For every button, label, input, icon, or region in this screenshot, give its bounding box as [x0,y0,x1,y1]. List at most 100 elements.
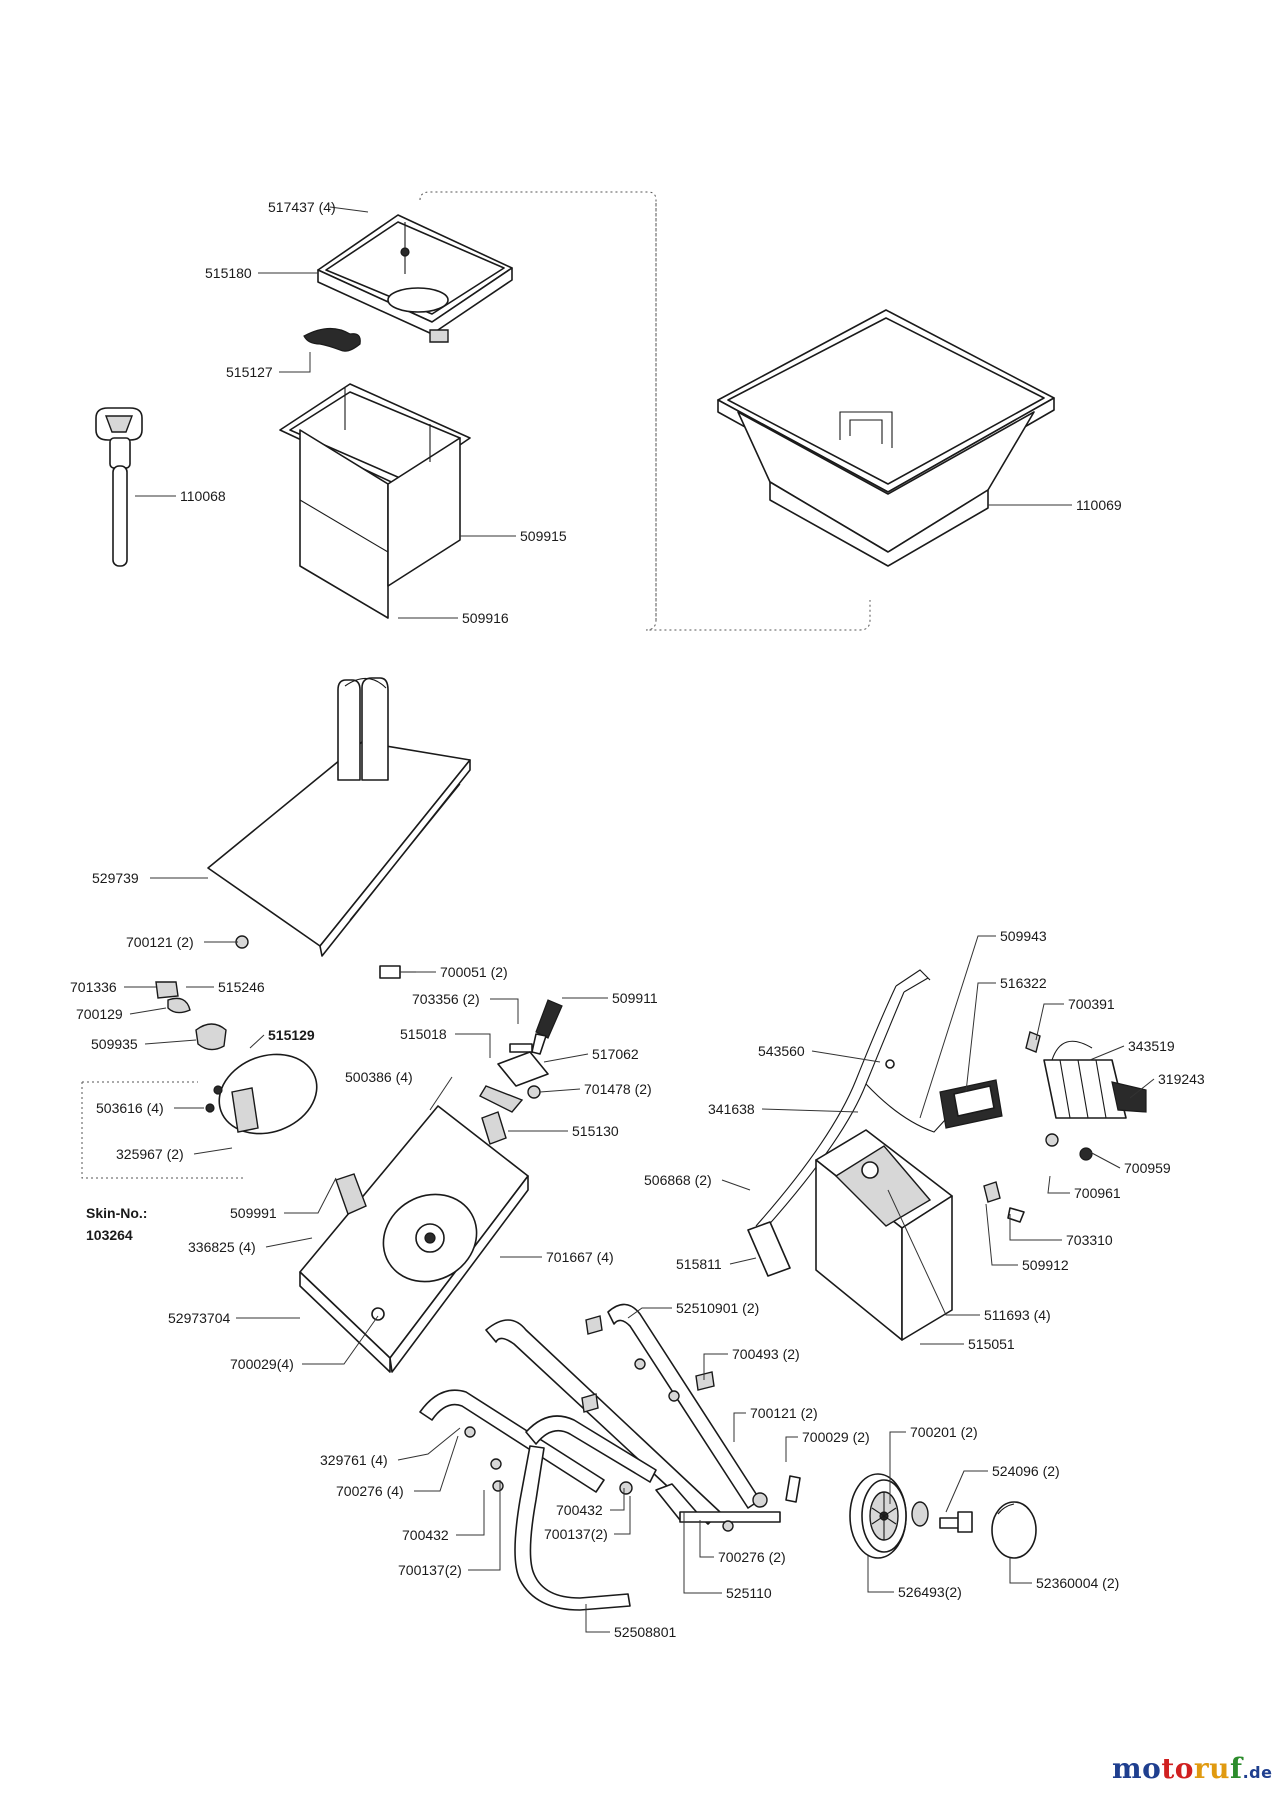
part-label-p325967: 325967 (2) [116,1146,184,1162]
part-label-p509943: 509943 [1000,928,1047,944]
part-label-p524096: 524096 (2) [992,1463,1060,1479]
part-label-p529739: 529739 [92,870,139,886]
part-label-p700959: 700959 [1124,1160,1171,1176]
leader-line-p700029b [785,1436,798,1462]
part-label-p700276b: 700276 (2) [718,1549,786,1565]
leader-line-p509991 [284,1177,337,1214]
part-label-p700961: 700961 [1074,1185,1121,1201]
part-label-p329761: 329761 (4) [320,1452,388,1468]
logo-part-4: f [1230,1752,1243,1785]
leader-line-p500386 [429,1076,453,1111]
leader-line-p524096 [945,1470,988,1513]
leader-line-p700432a [610,1488,625,1511]
leader-line-p700121b [733,1412,746,1442]
logo-part-2: to [1161,1752,1194,1785]
leader-line-p515129 [249,1034,265,1049]
part-label-p509912: 509912 [1022,1257,1069,1273]
tensioner-parts [479,999,563,1145]
logo-part-1: mo [1112,1752,1162,1785]
part-label-p525110: 525110 [726,1585,772,1601]
leader-line-p700129 [129,1007,167,1015]
part-label-p700121a: 700121 (2) [126,934,194,950]
part-label-p543560: 543560 [758,1043,805,1059]
part-label-p700137b: 700137(2) [398,1562,462,1578]
motor-box-515051 [815,1129,953,1341]
part-label-p336825: 336825 (4) [188,1239,256,1255]
leader-line-p700432b [456,1490,485,1536]
leader-line-p509912 [985,1203,1018,1266]
part-label-p511693: 511693 (4) [984,1307,1051,1323]
leader-line-p701478 [539,1088,581,1093]
part-label-p701667: 701667 (4) [546,1249,614,1265]
part-label-p110068: 110068 [180,488,226,504]
part-label-p700121b: 700121 (2) [750,1405,818,1421]
part-label-p516322: 516322 [1000,975,1047,991]
leader-line-p700137a [614,1496,631,1535]
part-label-p700493: 700493 (2) [732,1346,800,1362]
part-label-p509935: 509935 [91,1036,138,1052]
part-label-p700432a: 700432 [556,1502,603,1518]
skin-box [81,1081,246,1179]
part-label-p700201: 700201 (2) [910,1424,978,1440]
motor-343519-319243 [983,1031,1147,1223]
part-label-p52360004: 52360004 (2) [1036,1575,1119,1591]
part-label-p509911: 509911 [612,990,658,1006]
leader-line-p515018 [455,1033,491,1058]
part-label-p343519: 343519 [1128,1038,1175,1054]
motoruf-logo: motoruf.de [1112,1752,1272,1785]
leader-line-p319243 [1129,1078,1155,1099]
leader-line-p700276a [414,1435,459,1492]
part-label-p503616: 503616 (4) [96,1100,164,1116]
leader-line-p703310 [1009,1214,1062,1241]
part-label-p700276a: 700276 (4) [336,1483,404,1499]
logo-part-3: ru [1193,1752,1231,1785]
part-label-p515246: 515246 [218,979,265,995]
switch-516322 [939,1079,1003,1129]
hub-700201 [911,1501,929,1527]
part-label-p515051: 515051 [968,1336,1015,1352]
part-label-p319243: 319243 [1158,1071,1205,1087]
leader-line-p516322 [965,982,996,1093]
upper-housing-529739 [207,677,471,957]
part-label-p52508801: 52508801 [614,1624,677,1640]
part-label-p52973704: 52973704 [168,1310,231,1326]
part-label-p700137a: 700137(2) [544,1526,608,1542]
small-parts-left [155,935,416,1135]
leader-line-p515811 [729,1257,757,1265]
leader-line-p700391 [1035,1003,1064,1041]
leader-line-p52510901 [627,1307,672,1319]
part-label-p110069: 110069 [1076,497,1122,513]
part-label-p515180: 515180 [205,265,252,281]
leader-line-p700276b [699,1520,714,1558]
axle-524096 [939,1511,973,1533]
leader-line-p511693 [887,1189,980,1316]
leader-line-p526493 [867,1556,894,1593]
leader-line-p336825 [265,1237,313,1248]
part-label-p515127: 515127 [226,364,273,380]
leader-line-p517437 [329,206,369,213]
leader-line-p700029a [302,1315,379,1365]
part-label-p700432b: 700432 [402,1527,449,1543]
leader-line-p341638 [761,1108,859,1113]
leader-line-p329761 [397,1427,461,1461]
logo-tld: .de [1242,1763,1272,1782]
cable-506868-543560 [747,969,957,1277]
part-labels: 517437 (4)515180515127110068509915509916… [70,199,1205,1640]
part-label-p701336: 701336 [70,979,117,995]
wheel-526493 [849,1473,907,1559]
feed-funnel-515180 [317,214,513,343]
part-label-p515129: 515129 [268,1027,315,1043]
leader-line-p52360004 [1009,1558,1032,1584]
leader-line-p509943 [919,935,996,1119]
part-label-p509916: 509916 [462,610,509,626]
leader-line-p343519 [1089,1045,1125,1061]
part-label-p517062: 517062 [592,1046,639,1062]
leader-line-p700493 [703,1353,728,1380]
part-label-p341638: 341638 [708,1101,755,1117]
leader-line-p543560 [811,1050,881,1063]
leader-line-p52508801 [585,1604,610,1633]
part-label-p515811: 515811 [676,1256,722,1272]
part-label-p700029a: 700029(4) [230,1356,294,1372]
part-label-p515018: 515018 [400,1026,447,1042]
